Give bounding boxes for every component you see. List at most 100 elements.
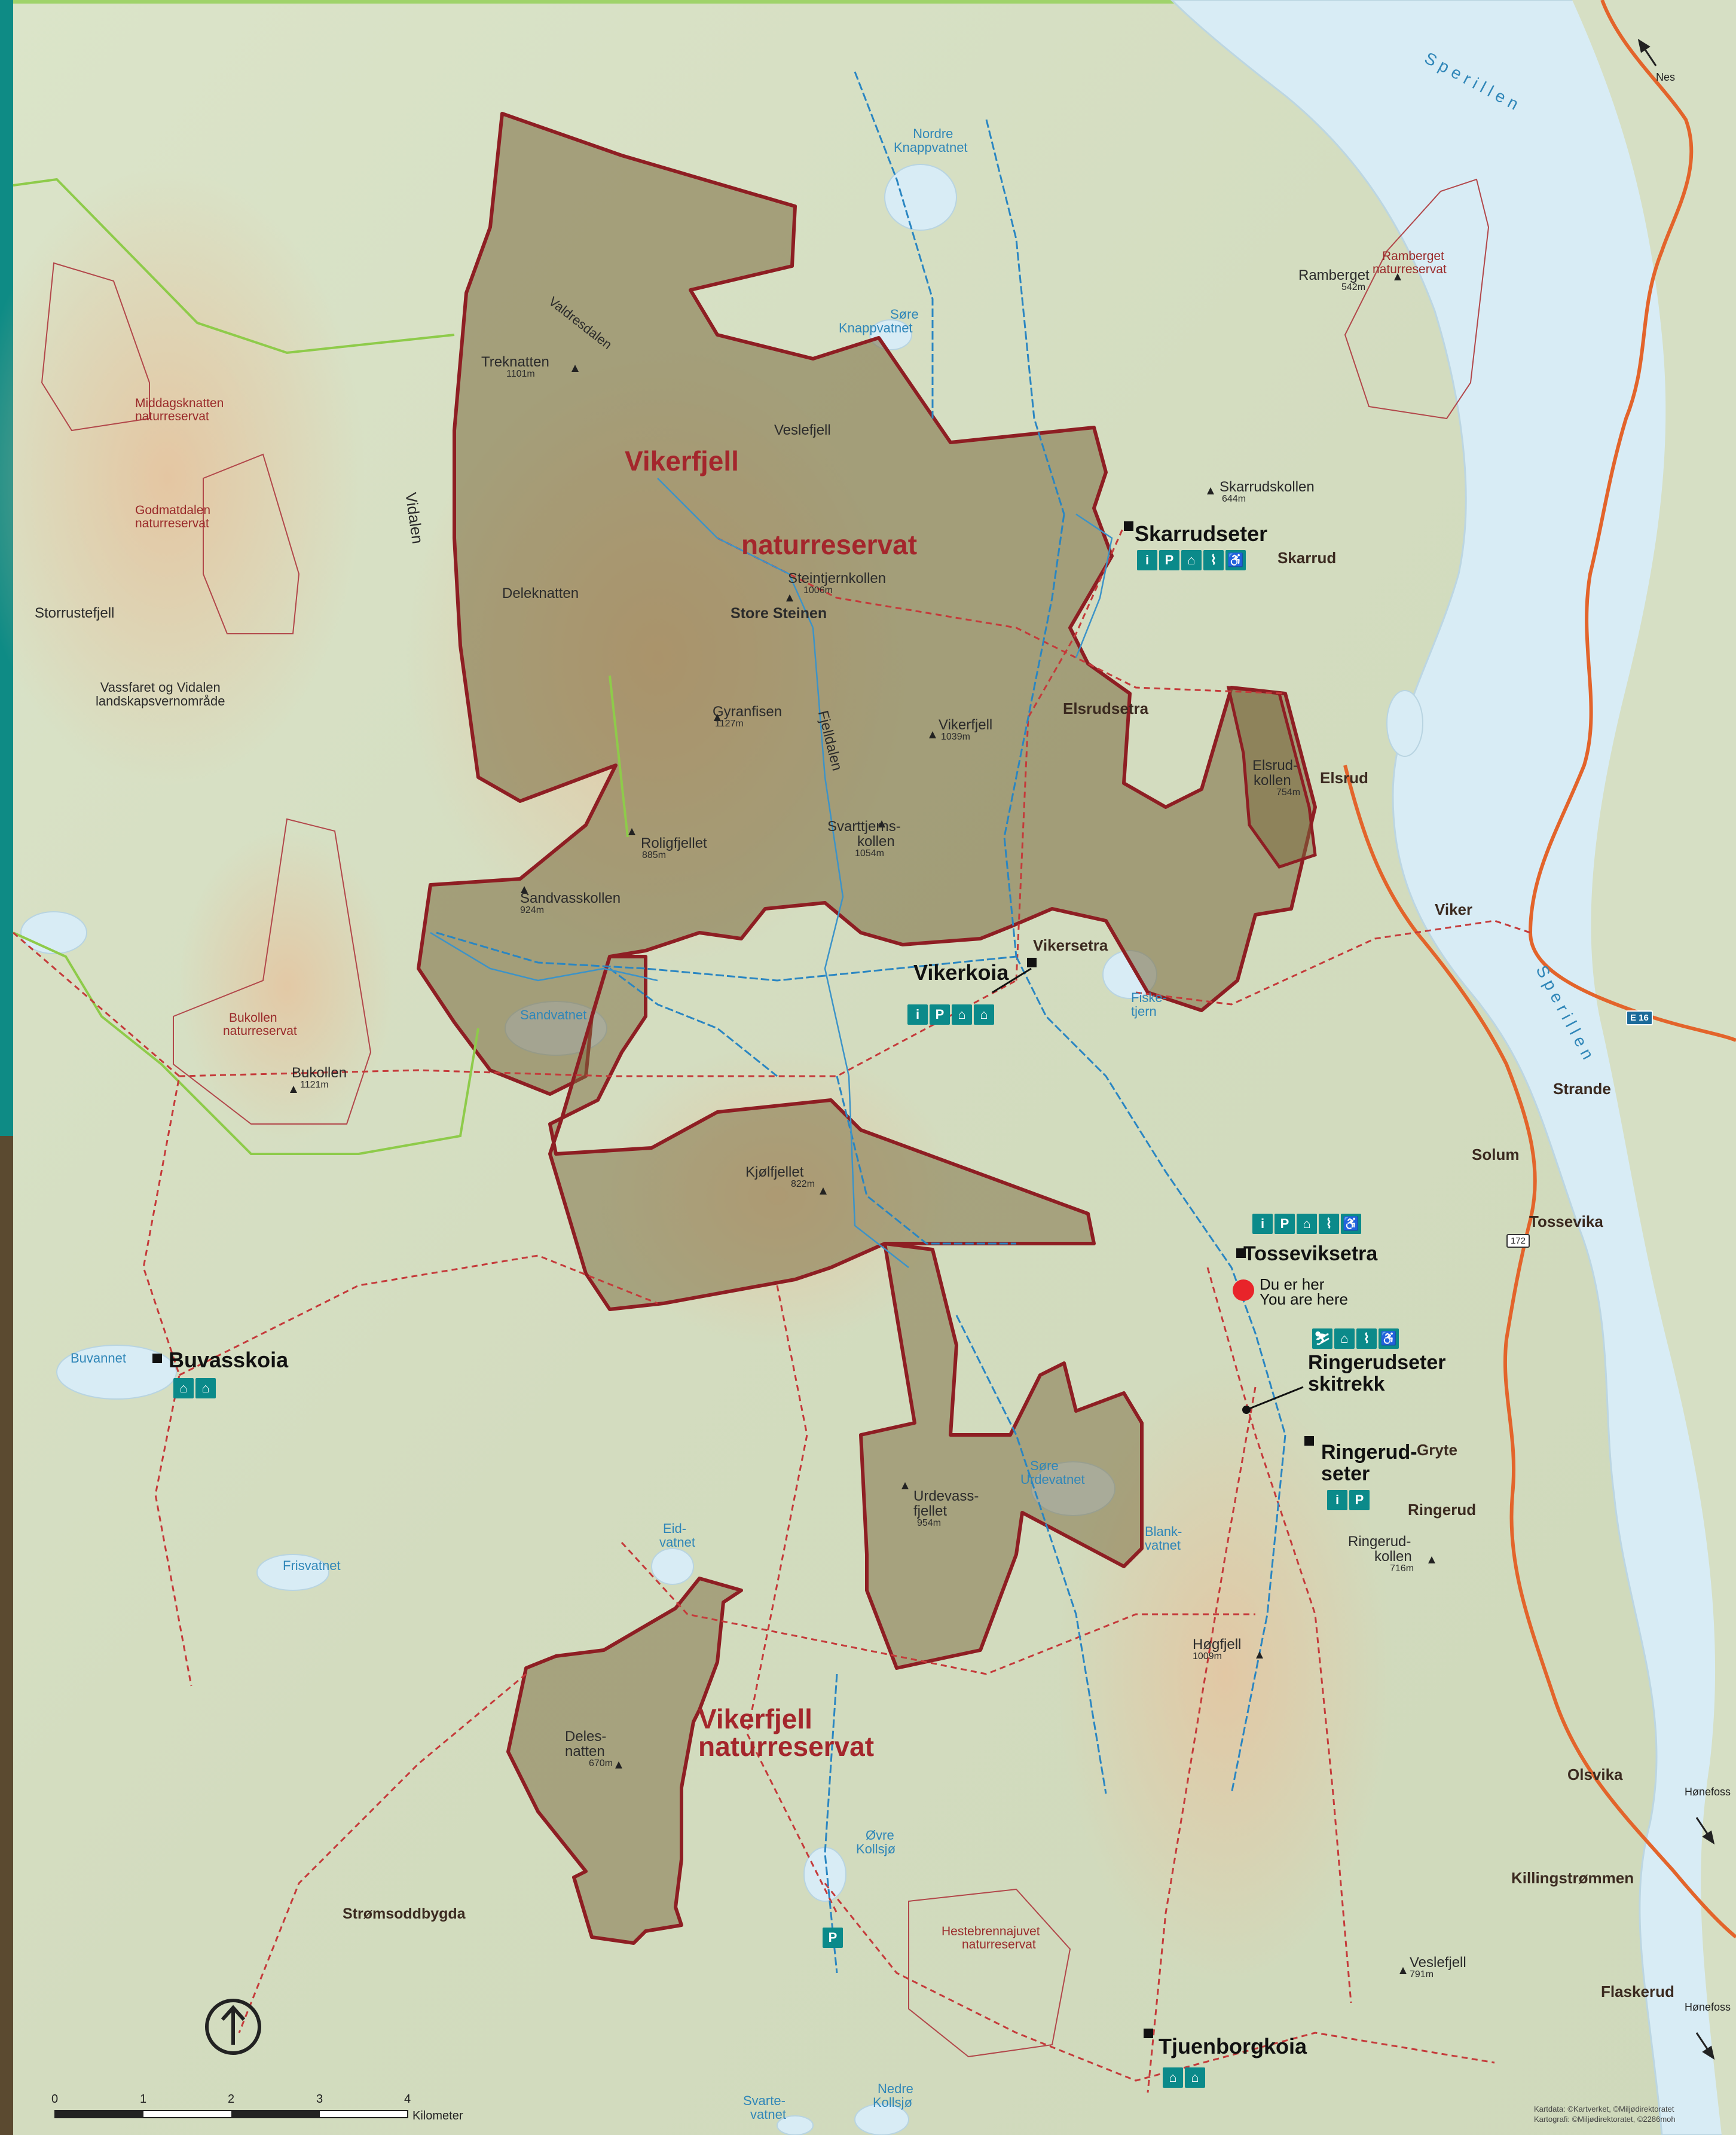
tosseviksetra-services: i P ⌂ ⌇ ♿ [1252, 1214, 1361, 1234]
info-icon: i [1252, 1214, 1273, 1234]
elsrud-island-lake [1386, 690, 1423, 757]
toilet-icon: ♿ [1225, 550, 1246, 570]
cabin-icon: ⌂ [1163, 2067, 1183, 2088]
road-e16-label: E 16 [1626, 1010, 1653, 1025]
info-icon: i [907, 1004, 928, 1025]
ski-icon: ⛷ [1312, 1328, 1332, 1349]
bed-icon: ⌂ [1297, 1214, 1317, 1234]
direction-arrows [1637, 38, 1715, 2060]
hiking-trails [13, 526, 1531, 2093]
svartevatnet-lake [777, 2115, 814, 2135]
nedre-kollsjo-lake [854, 2103, 909, 2135]
cabin-icon: ⌂ [173, 1378, 194, 1398]
parking-icon: P [930, 1004, 950, 1025]
scale-tick-0: 0 [51, 2093, 59, 2106]
water-eidvatnet: Eid-vatnet [659, 1521, 695, 1550]
food-icon: ⌇ [1319, 1214, 1339, 1234]
food-icon: ⌇ [1203, 550, 1224, 570]
scale-bar [54, 2110, 408, 2118]
reserve-title-north-2: naturreservat [741, 529, 918, 560]
place-vikersetra: Vikersetra [1033, 936, 1108, 954]
ski-lift-leader [1246, 1386, 1304, 1411]
place-flaskerud: Flaskerud [1601, 1983, 1674, 2000]
place-ringerud: Ringerud [1408, 1501, 1477, 1519]
hut-vikerkoia[interactable]: Vikerkoia [913, 960, 1009, 985]
hut-tjuenborgkoia[interactable]: Tjuenborgkoia [1159, 2034, 1307, 2058]
water-frisvatnet: Frisvatnet [283, 1558, 341, 1573]
place-gryte: Gryte [1417, 1441, 1457, 1459]
nordre-knappvatnet-lake [884, 164, 957, 231]
info-icon: i [1137, 550, 1157, 570]
skarrudseter-marker [1124, 521, 1133, 531]
landscape-boundary [13, 178, 629, 1155]
road-172-label: 172 [1506, 1234, 1530, 1248]
area-store-steinen: Store Steinen [731, 605, 827, 622]
scale-tick-2: 2 [228, 2093, 235, 2106]
you-are-here-no: Du er her [1260, 1275, 1325, 1293]
cabin-icon: ⌂ [952, 1004, 972, 1025]
bed-icon: ⌂ [1334, 1328, 1355, 1349]
tosseviksetra-marker [1236, 1248, 1246, 1258]
road-172 [1343, 765, 1736, 1939]
buvasskoia-services: ⌂ ⌂ [173, 1378, 216, 1398]
hut-skarrudseter[interactable]: Skarrudseter [1135, 521, 1268, 546]
place-solum: Solum [1472, 1146, 1520, 1163]
sperillen-lake [1170, 0, 1736, 2135]
bed-icon: ⌂ [195, 1378, 216, 1398]
water-fisketjern: Fiske-tjern [1131, 990, 1167, 1019]
place-killingstrommen: Killingstrømmen [1511, 1869, 1634, 1887]
peak-markers [290, 273, 1435, 1974]
reserve-title-north-1: Vikerfjell [625, 445, 739, 477]
middagsknatten-reserve [41, 262, 150, 432]
hut-buvasskoia[interactable]: Buvasskoia [169, 1348, 289, 1372]
road-e16 [1528, 0, 1736, 1042]
godmatdalen-reserve [203, 453, 300, 634]
place-strande: Strande [1553, 1080, 1611, 1098]
peak-veslefjell-north: Veslefjell [774, 422, 831, 438]
you-are-here-marker [1233, 1279, 1254, 1301]
hut-ringerudseter[interactable]: Ringerud-seter [1321, 1441, 1417, 1485]
place-skarrud: Skarrud [1277, 549, 1337, 567]
hut-tosseviksetra[interactable]: Tosseviksetra [1243, 1242, 1378, 1265]
water-sandvatnet: Sandvatnet [520, 1007, 587, 1022]
vikerfjell-reserve-kjolfjellet [548, 955, 1096, 1311]
rivers [430, 478, 1113, 1268]
scale-tick-4: 4 [404, 2093, 411, 2106]
reserve-title-south-2: naturreservat [698, 1731, 875, 1762]
map-credits: Kartdata: ©Kartverket, ©Miljødirektorate… [1534, 2105, 1676, 2124]
vikerfjell-reserve-north [417, 112, 1317, 1096]
vikerkoia-services: i P ⌂ ⌂ [907, 1004, 994, 1025]
parking-icon: P [1159, 550, 1179, 570]
parking-icon: P [823, 1928, 843, 1948]
parking-icon: P [1349, 1490, 1370, 1510]
peak-deleknatten: Deleknatten [502, 585, 579, 601]
scale-tick-3: 3 [316, 2093, 323, 2106]
ramberget-reserve [1344, 178, 1490, 420]
east-shore [1572, 0, 1736, 2135]
bukollen-reserve [173, 818, 372, 1125]
north-arrow [205, 1999, 261, 2055]
bed-icon: ⌂ [974, 1004, 994, 1025]
urdevassfjellet-reserve [859, 1242, 1144, 1670]
eidvatnet-lake [651, 1548, 694, 1585]
ringerudseter-skitrekk-services: ⛷ ⌂ ⌇ ♿ [1312, 1328, 1399, 1349]
place-viker: Viker [1435, 900, 1473, 918]
water-blankvatnet: Blank-vatnet [1145, 1524, 1182, 1553]
toilet-icon: ♿ [1341, 1214, 1361, 1234]
